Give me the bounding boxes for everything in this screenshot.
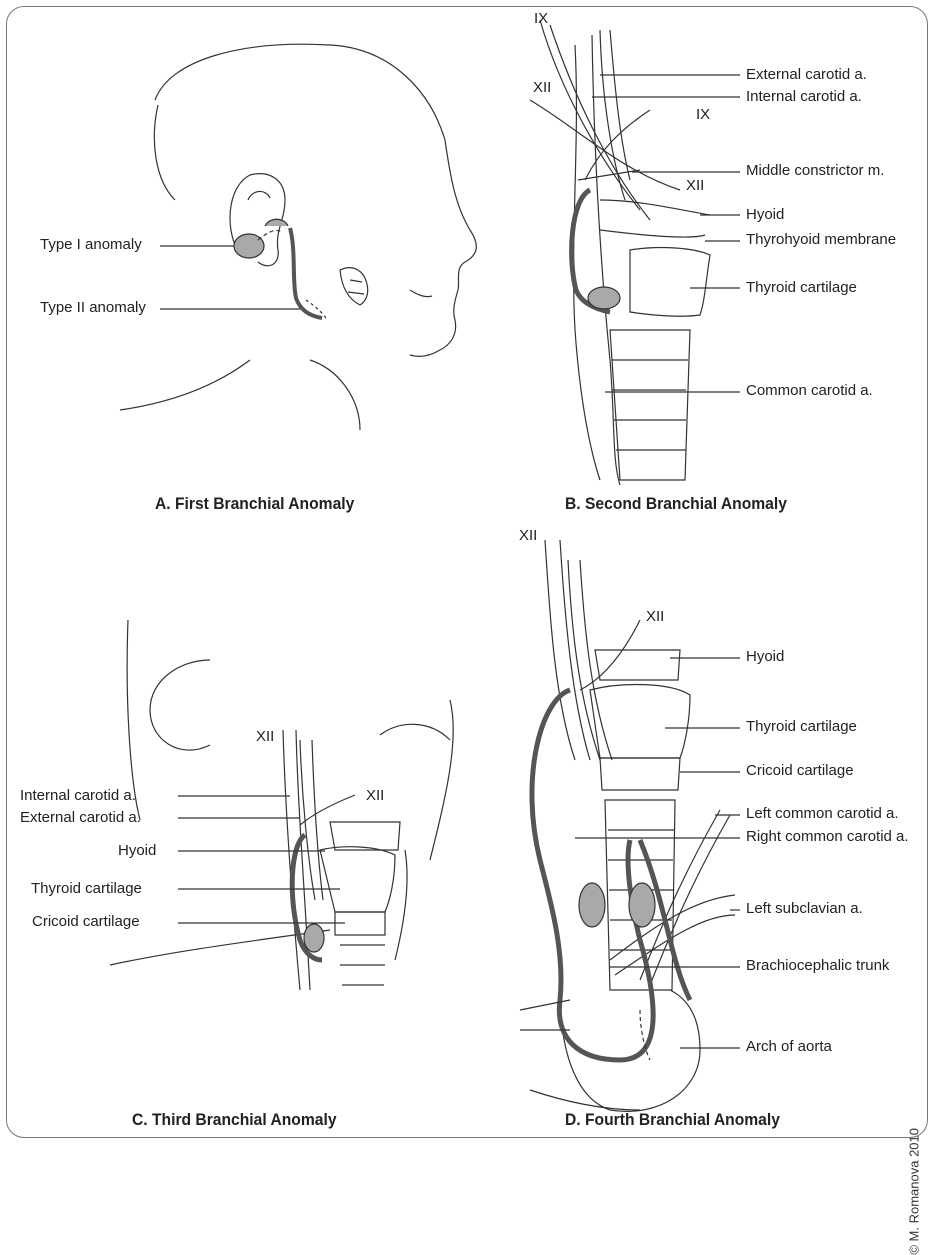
label-right-common-carotid: Right common carotid a.	[746, 828, 909, 846]
label-middle-constrictor: Middle constrictor m.	[746, 162, 884, 180]
label-common-carotid: Common carotid a.	[746, 382, 873, 400]
nerve-xii-c-right: XII	[366, 787, 384, 805]
label-cricoid-cartilage-d: Cricoid cartilage	[746, 762, 854, 780]
panel-d-drawing	[520, 540, 740, 1111]
label-internal-carotid: Internal carotid a.	[746, 88, 862, 106]
nerve-ix-top: IX	[534, 10, 548, 28]
caption-panel-d: D. Fourth Branchial Anomaly	[565, 1110, 780, 1130]
nerve-xii-right: XII	[686, 177, 704, 195]
label-external-carotid: External carotid a.	[746, 66, 867, 84]
label-thyrohyoid-membrane: Thyrohyoid membrane	[746, 231, 896, 249]
label-type-i-anomaly: Type I anomaly	[40, 236, 142, 254]
label-cricoid-cartilage-c: Cricoid cartilage	[32, 913, 140, 931]
label-left-common-carotid: Left common carotid a.	[746, 805, 899, 823]
caption-panel-a: A. First Branchial Anomaly	[155, 494, 354, 514]
label-thyroid-cartilage-d: Thyroid cartilage	[746, 718, 857, 736]
nerve-xii-d-right: XII	[646, 608, 664, 626]
label-hyoid-c: Hyoid	[118, 842, 156, 860]
panel-c-drawing	[110, 620, 453, 990]
label-arch-of-aorta: Arch of aorta	[746, 1038, 832, 1056]
label-thyroid-cartilage-b: Thyroid cartilage	[746, 279, 857, 297]
label-brachiocephalic-trunk: Brachiocephalic trunk	[746, 957, 889, 975]
panel-b-drawing	[530, 20, 740, 485]
label-internal-carotid-c: Internal carotid a.	[20, 787, 136, 805]
label-type-ii-anomaly: Type II anomaly	[40, 299, 146, 317]
label-thyroid-cartilage-c: Thyroid cartilage	[31, 880, 142, 898]
label-hyoid-d: Hyoid	[746, 648, 784, 666]
nerve-xii-d-top: XII	[519, 527, 537, 545]
nerve-xii-c-left: XII	[256, 728, 274, 746]
caption-panel-c: C. Third Branchial Anomaly	[132, 1110, 337, 1130]
nerve-xii-top: XII	[533, 79, 551, 97]
label-hyoid-b: Hyoid	[746, 206, 784, 224]
label-left-subclavian: Left subclavian a.	[746, 900, 863, 918]
label-external-carotid-c: External carotid a.	[20, 809, 141, 827]
nerve-ix-right: IX	[696, 106, 710, 124]
caption-panel-b: B. Second Branchial Anomaly	[565, 494, 787, 514]
panel-a-drawing	[120, 44, 476, 430]
copyright-notice: © M. Romanova 2010	[907, 1128, 922, 1255]
